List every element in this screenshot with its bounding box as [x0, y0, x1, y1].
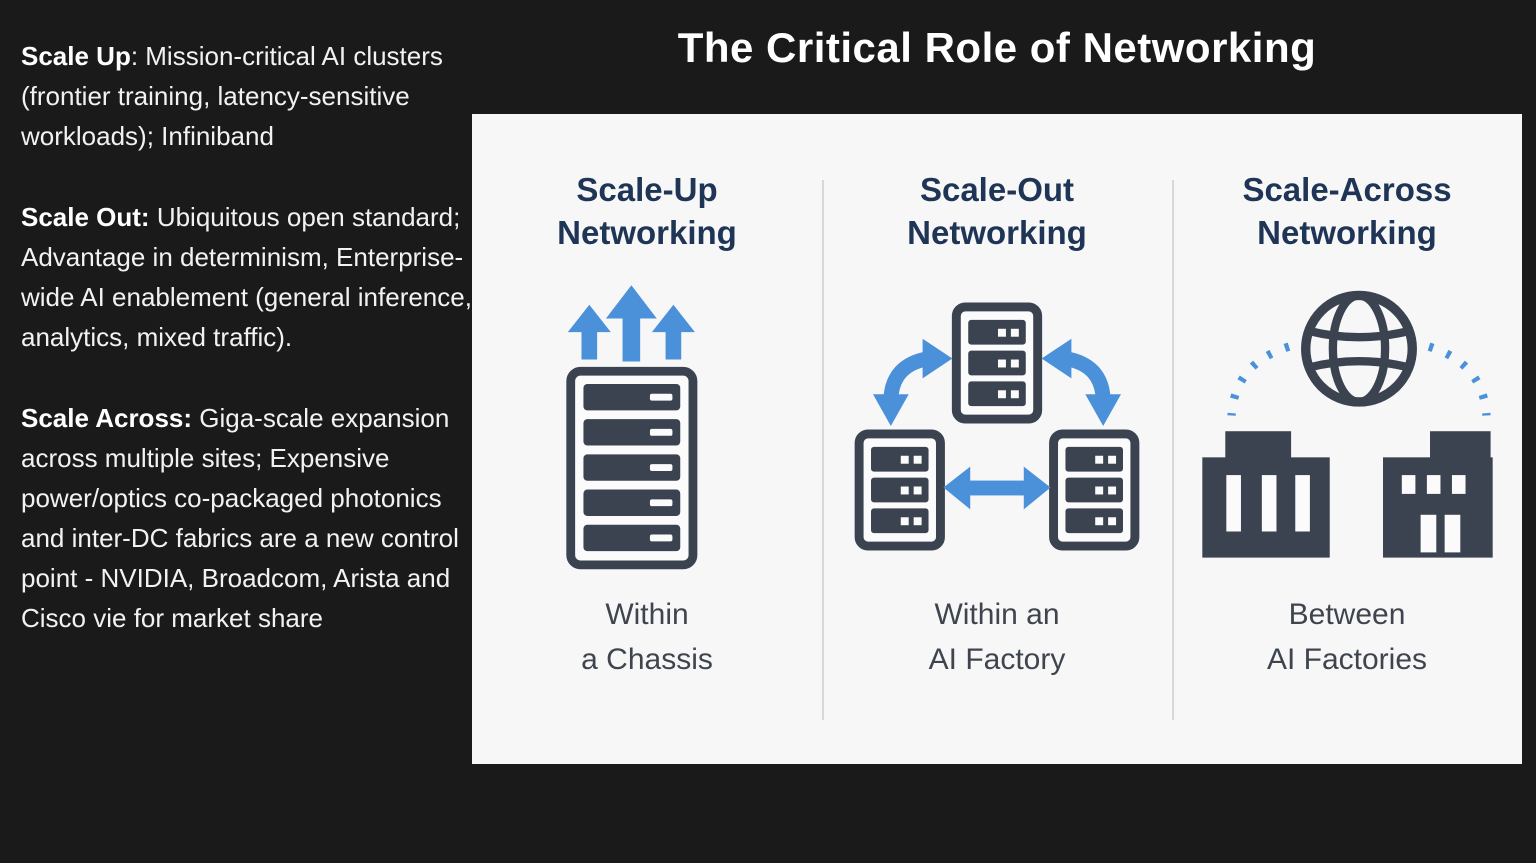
note-scale-across-body: Giga-scale expansion across multiple sit…	[21, 403, 459, 633]
note-scale-out: Scale Out: Ubiquitous open standard; Adv…	[21, 197, 477, 357]
caption-line: AI Factories	[1266, 643, 1428, 676]
caption-line: Within an	[934, 598, 1060, 631]
panel-scale-across-caption: Between AI Factories	[1267, 592, 1427, 682]
panel-scale-up: Scale-Up Networking	[472, 114, 822, 764]
caption-line: Between	[1288, 598, 1406, 631]
heading-line: Networking	[907, 214, 1087, 251]
caption-line: AI Factory	[928, 643, 1066, 676]
note-scale-out-body: Ubiquitous open standard; Advantage in d…	[21, 202, 472, 352]
panel-scale-across-heading: Scale-Across Networking	[1242, 168, 1451, 254]
heading-line: Scale-Up	[576, 171, 718, 208]
dashed-link-icon	[1226, 342, 1290, 416]
server-icon	[854, 429, 945, 551]
panel-scale-across-icon-box	[1195, 268, 1500, 584]
building-icon	[1201, 431, 1330, 558]
note-scale-across-lead: Scale Across:	[21, 403, 193, 433]
curved-arrow-icon	[872, 338, 953, 426]
scale-up-rack-icon	[566, 285, 698, 570]
panel-scale-up-caption: Within a Chassis	[581, 592, 713, 682]
panel-scale-out: Scale-Out Networking	[822, 114, 1172, 764]
double-arrow-icon	[943, 466, 1051, 510]
page-title: The Critical Role of Networking	[677, 24, 1317, 71]
server-icon	[1049, 429, 1140, 551]
column-divider	[822, 180, 824, 720]
column-divider	[1172, 180, 1174, 720]
notes-panel: Scale Up: Mission-critical AI clusters (…	[21, 36, 477, 679]
panel-scale-out-icon-box	[852, 268, 1142, 584]
note-scale-across: Scale Across: Giga-scale expansion acros…	[21, 398, 477, 638]
caption-line: a Chassis	[581, 643, 713, 676]
scale-out-cluster-icon	[854, 302, 1140, 551]
server-icon	[951, 302, 1043, 424]
heading-line: Scale-Across	[1242, 171, 1452, 208]
panel-scale-up-icon-box	[559, 268, 735, 584]
panel-scale-out-heading: Scale-Out Networking	[907, 168, 1087, 254]
panel-scale-across: Scale-Across Networking	[1172, 114, 1522, 764]
globe-icon	[1300, 290, 1417, 407]
heading-line: Networking	[1257, 214, 1437, 251]
note-scale-out-lead: Scale Out:	[21, 202, 150, 232]
note-scale-up-lead: Scale Up	[21, 41, 131, 71]
building-icon	[1382, 431, 1493, 558]
panel-scale-up-heading: Scale-Up Networking	[557, 168, 737, 254]
networking-card: Scale-Up Networking	[472, 114, 1522, 764]
scale-across-globe-icon	[1201, 290, 1493, 558]
server-rack-icon	[566, 366, 698, 570]
caption-line: Within	[605, 598, 689, 631]
panel-scale-out-caption: Within an AI Factory	[929, 592, 1066, 682]
note-scale-up: Scale Up: Mission-critical AI clusters (…	[21, 36, 477, 156]
heading-line: Networking	[557, 214, 737, 251]
note-scale-up-body: : Mission-critical AI clusters (frontier…	[21, 41, 443, 151]
heading-line: Scale-Out	[919, 171, 1075, 208]
dashed-link-icon	[1427, 342, 1491, 416]
curved-arrow-icon	[1041, 338, 1122, 426]
up-arrows-icon	[567, 285, 695, 362]
